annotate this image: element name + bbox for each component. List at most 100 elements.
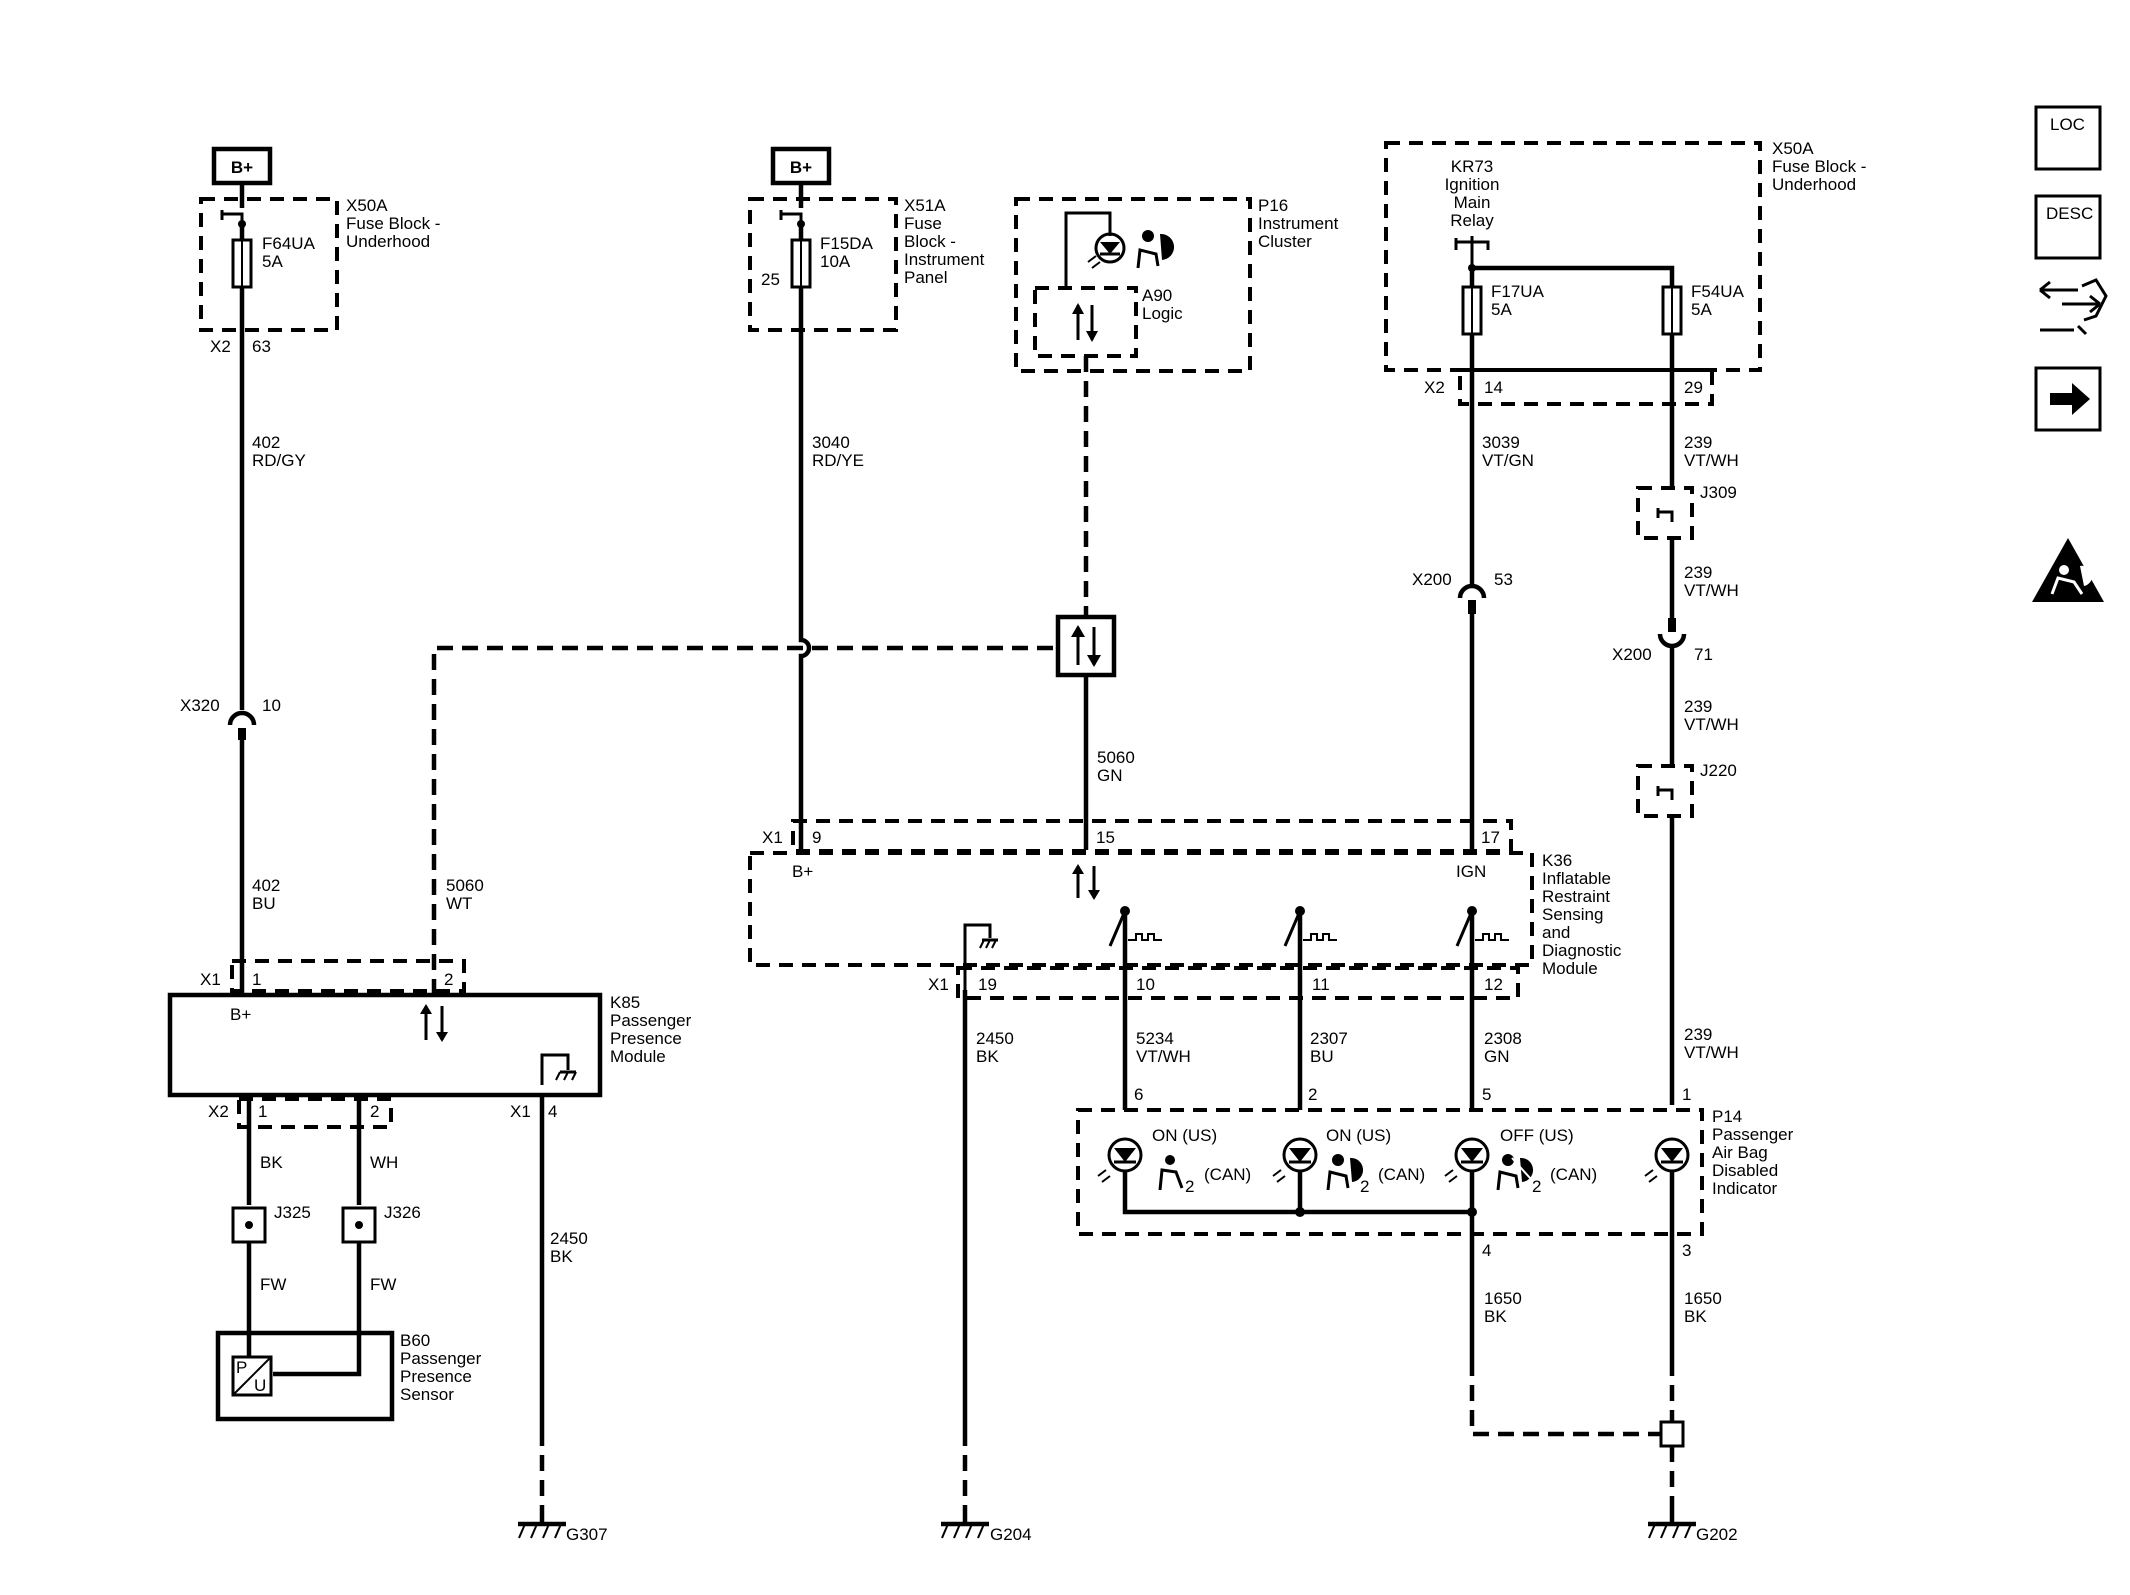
diagram-label: 63 <box>252 337 271 356</box>
lamp-on-2-icon <box>1272 1137 1318 1183</box>
diagram-label: VT/GN <box>1482 451 1534 470</box>
diagram-label: X50A <box>1772 139 1814 158</box>
loc-button[interactable]: LOC <box>2034 105 2102 171</box>
diagram-label: 12 <box>1484 975 1503 994</box>
diagram-label: BK <box>550 1247 573 1266</box>
diagram-label: BU <box>1310 1047 1334 1066</box>
seated-passenger-icon <box>1158 1155 1184 1191</box>
sensor-b60: P U B60 Passenger Presence Sensor <box>215 1330 482 1422</box>
diagram-label: 1 <box>1682 1085 1691 1104</box>
diagram-label: X2 <box>210 337 231 356</box>
data-arrows-icon <box>1072 864 1100 900</box>
diagram-label: B+ <box>230 1005 251 1024</box>
diagram-label: 10A <box>820 252 851 271</box>
instrument-cluster-p16: P16 Instrument Cluster A90 Logic <box>1014 196 1339 373</box>
diagram-label: X2 <box>1424 378 1445 397</box>
splice-j309: J309 <box>1636 483 1737 540</box>
diagram-label: 71 <box>1694 645 1713 664</box>
ground-symbol-icon <box>963 923 998 990</box>
diagram-label: Passenger <box>1712 1125 1794 1144</box>
module-k85: X1 1 2 B+ K85 Passenger Presence Module … <box>167 959 692 1129</box>
diagnostic-tool-icon[interactable] <box>2039 278 2108 336</box>
wire-5060-wt <box>431 645 1060 995</box>
fuse-block-x51a: F15DA 10A 25 X51A Fuse Block - Instrumen… <box>748 196 985 332</box>
indicator-p14: 6 2 5 1 P14 Passenger Air Bag Disabled I… <box>1076 1085 1794 1260</box>
ground-g307: G307 <box>518 1512 608 1544</box>
diagram-label: 5 <box>1482 1085 1491 1104</box>
fuse-block-x50a-left: F64UA 5A X50A Fuse Block - Underhood X2 … <box>199 196 440 356</box>
switch-output-1-icon <box>1108 906 1162 947</box>
diagram-label: BK <box>260 1153 283 1172</box>
indicator-lamp-icon <box>1087 232 1126 269</box>
diagram-label: 10 <box>262 696 281 715</box>
diagram-label: X2 <box>208 1102 229 1121</box>
splice-j326: J326 <box>341 1203 421 1244</box>
diagram-label: Module <box>610 1047 666 1066</box>
diagram-label: BK <box>1684 1307 1707 1326</box>
diagram-label: 3039 <box>1482 433 1520 452</box>
diagram-label: 2 <box>370 1102 379 1121</box>
diagram-label: (CAN) <box>1550 1165 1597 1184</box>
diagram-label: (CAN) <box>1378 1165 1425 1184</box>
diagram-label: 5234 <box>1136 1029 1174 1048</box>
diagram-label: BK <box>976 1047 999 1066</box>
diagram-label: X320 <box>180 696 220 715</box>
diagram-label: BK <box>1484 1307 1507 1326</box>
inline-connector-x320: X320 10 <box>180 696 281 740</box>
diagram-label: WT <box>446 894 472 913</box>
diagram-label: B60 <box>400 1331 430 1350</box>
diagram-label: 5060 <box>446 876 484 895</box>
diagram-label: P <box>236 1358 247 1377</box>
diagram-label: B+ <box>790 158 812 177</box>
diagram-label: GN <box>1097 766 1123 785</box>
diagram-label: Air Bag <box>1712 1143 1768 1162</box>
diagram-label: VT/WH <box>1684 581 1739 600</box>
diagram-label: 402 <box>252 433 280 452</box>
diagram-label: 11 <box>1312 975 1330 994</box>
data-arrows-icon <box>420 1004 448 1042</box>
airbag-off-icon <box>1496 1154 1534 1191</box>
diagram-label: 9 <box>812 828 821 847</box>
diagram-label: G204 <box>990 1525 1032 1544</box>
diagram-label: K36 <box>1542 851 1572 870</box>
desc-button[interactable]: DESC <box>2034 194 2102 260</box>
diagram-label: (CAN) <box>1204 1165 1251 1184</box>
diagram-label: 2 <box>1308 1085 1317 1104</box>
diagram-label: F64UA <box>262 234 316 253</box>
diagram-label: 239 <box>1684 433 1712 452</box>
diagram-label: 19 <box>978 975 997 994</box>
diagram-label: VT/WH <box>1136 1047 1191 1066</box>
diagram-label: RD/GY <box>252 451 306 470</box>
diagram-label: 1650 <box>1684 1289 1722 1308</box>
diagram-label: Underhood <box>1772 175 1856 194</box>
ground-symbol-icon <box>540 1053 577 1085</box>
lamp-off-icon <box>1444 1137 1490 1183</box>
diagram-label: Disabled <box>1712 1161 1778 1180</box>
diagram-label: 2307 <box>1310 1029 1348 1048</box>
diagram-label: X51A <box>904 196 946 215</box>
diagram-label: 2 <box>444 970 453 989</box>
diagram-label: 2450 <box>550 1229 588 1248</box>
diagram-label: F15DA <box>820 234 874 253</box>
diagram-label: Module <box>1542 959 1598 978</box>
diagram-label: J309 <box>1700 483 1737 502</box>
battery-left: B+ <box>211 146 273 186</box>
diagram-label: ON (US) <box>1326 1126 1391 1145</box>
module-k36: X1 9 15 17 B+ IGN <box>748 819 1622 1000</box>
diagram-label: 1650 <box>1484 1289 1522 1308</box>
diagram-label: 14 <box>1484 378 1503 397</box>
diagram-label: 3 <box>1682 1241 1691 1260</box>
diagram-label: F54UA <box>1691 282 1745 301</box>
next-arrow-button[interactable] <box>2034 366 2102 432</box>
diagram-label: 5A <box>262 252 283 271</box>
diagram-label: J326 <box>384 1203 421 1222</box>
diagram-label: 239 <box>1684 697 1712 716</box>
diagram-label: Logic <box>1142 304 1183 323</box>
diagram-label: Instrument <box>904 250 985 269</box>
diagram-label: Diagnostic <box>1542 941 1622 960</box>
diagram-label: X1 <box>762 828 783 847</box>
diagram-label: VT/WH <box>1684 715 1739 734</box>
diagram-label: GN <box>1484 1047 1510 1066</box>
diagram-label: 2 <box>1532 1177 1541 1196</box>
diagram-label: Presence <box>610 1029 682 1048</box>
